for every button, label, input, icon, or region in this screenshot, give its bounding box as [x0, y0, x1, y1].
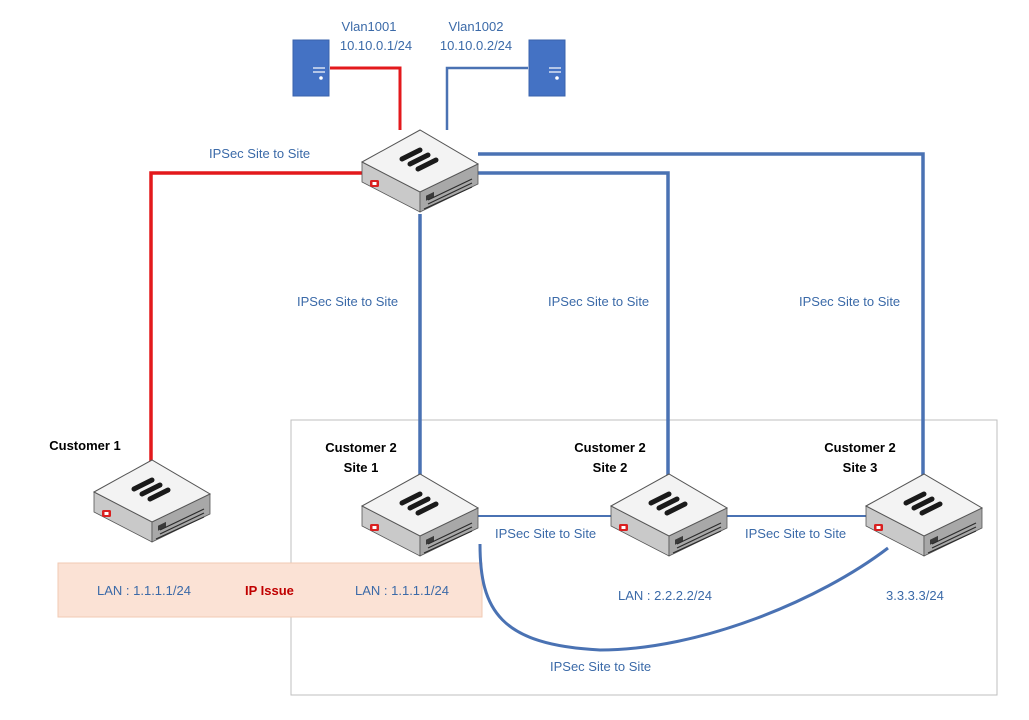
customer2-site1-title: Customer 2 Site 1 [325, 438, 397, 478]
customer2-site1-title-line1: Customer 2 [325, 440, 397, 455]
vlan1002-ip: 10.10.0.2/24 [439, 38, 513, 53]
firewall-appliance-icon [611, 474, 727, 556]
site1-lan-label: LAN : 1.1.1.1/24 [355, 583, 449, 598]
ipsec-label-hub-site3: IPSec Site to Site [799, 294, 901, 309]
customer1-title: Customer 1 [49, 438, 121, 453]
ipsec-label-site1-site2: IPSec Site to Site [495, 526, 597, 541]
firewall-appliance-icon [362, 474, 478, 556]
customer2-site2-title-line1: Customer 2 [574, 440, 646, 455]
site2-lan-label: LAN : 2.2.2.2/24 [618, 588, 712, 603]
customer2-site1-title-line2: Site 1 [343, 460, 379, 475]
vlan1002-name: Vlan1002 [448, 19, 504, 34]
site3-lan-label: 3.3.3.3/24 [886, 588, 944, 603]
server-icon [528, 39, 566, 97]
ip-conflict-highlight [57, 562, 483, 618]
customer2-site2-title: Customer 2 Site 2 [574, 438, 646, 478]
customer2-site3-title-line2: Site 3 [842, 460, 878, 475]
server-icon [292, 39, 330, 97]
vlan1001-name: Vlan1001 [341, 19, 397, 34]
link-hub-site3 [478, 152, 925, 475]
vlan1001-ip: 10.10.0.1/24 [339, 38, 413, 53]
link-vlan1001-hub [330, 66, 402, 130]
customer2-site2-title-line2: Site 2 [592, 460, 628, 475]
ipsec-label-site1-site3: IPSec Site to Site [550, 659, 652, 674]
ip-issue-label: IP Issue [245, 583, 294, 598]
ipsec-label-hub-site2: IPSec Site to Site [548, 294, 650, 309]
customer2-site3-title: Customer 2 Site 3 [824, 438, 896, 478]
ipsec-label-hub-customer1: IPSec Site to Site [209, 146, 311, 161]
firewall-appliance-icon [866, 474, 982, 556]
customer1-lan-label: LAN : 1.1.1.1/24 [97, 583, 191, 598]
link-hub-customer1 [149, 171, 362, 465]
link-site1-site3 [478, 543, 889, 652]
link-vlan1002-hub [445, 66, 528, 130]
ipsec-label-site2-site3: IPSec Site to Site [745, 526, 847, 541]
customer2-site3-title-line1: Customer 2 [824, 440, 896, 455]
firewall-appliance-icon [362, 130, 478, 212]
link-hub-site2 [478, 171, 670, 475]
firewall-appliance-icon [94, 460, 210, 542]
customer2-group-box [290, 419, 998, 696]
ipsec-label-hub-site1: IPSec Site to Site [297, 294, 399, 309]
